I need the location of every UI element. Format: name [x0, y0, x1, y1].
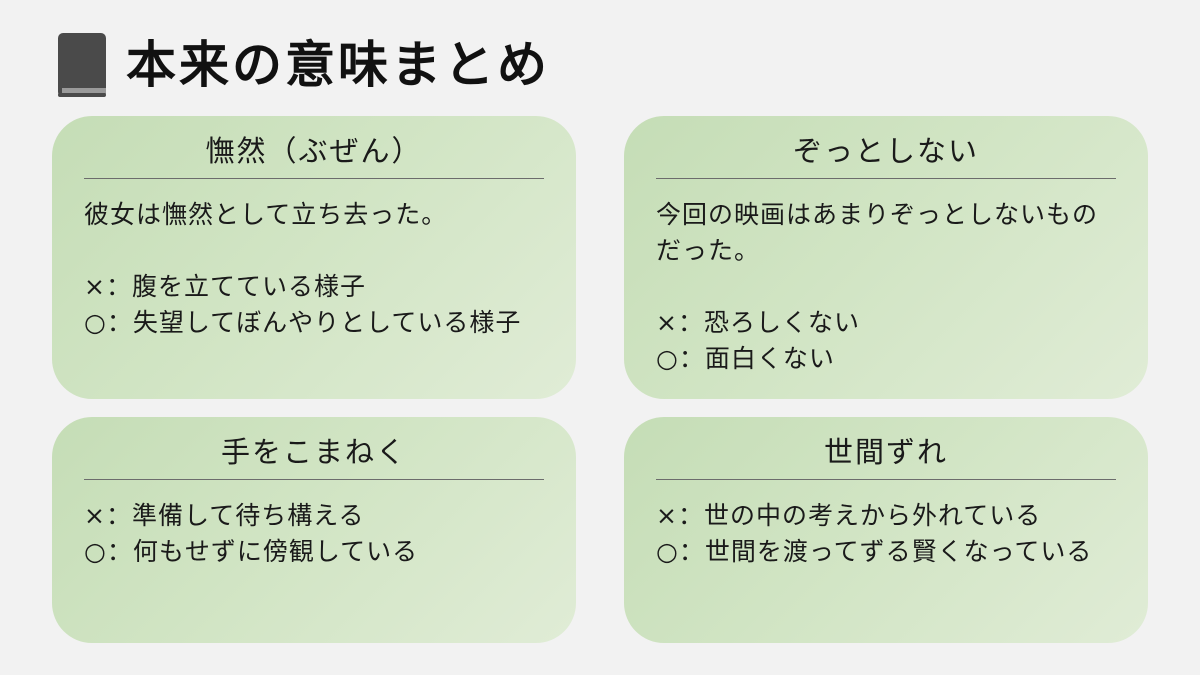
- card-buzen: 憮然（ぶぜん） 彼女は憮然として立ち去った。 ×： 腹を立てている様子 ○： 失…: [52, 116, 576, 399]
- right-mark: ○：: [84, 308, 133, 337]
- wrong-mark: ×：: [656, 308, 704, 337]
- wrong-meaning-row: ×： 準備して待ち構える: [84, 498, 544, 534]
- card-title: 手をこまねく: [220, 435, 407, 469]
- card-title: 憮然（ぶぜん）: [205, 134, 423, 168]
- wrong-meaning: 恐ろしくない: [703, 308, 860, 337]
- page-header: 本来の意味まとめ: [58, 30, 550, 100]
- card-title: 世間ずれ: [823, 435, 948, 469]
- card-sekenzure: 世間ずれ ×： 世の中の考えから外れている ○： 世間を渡ってずる賢くなっている: [624, 417, 1148, 643]
- right-meaning-row: ○： 失望してぼんやりとしている様子: [84, 305, 544, 341]
- right-meaning-row: ○： 何もせずに傍観している: [84, 534, 544, 570]
- right-meaning-row: ○： 世間を渡ってずる賢くなっている: [656, 534, 1116, 570]
- wrong-meaning-row: ×： 腹を立てている様子: [84, 269, 544, 305]
- card-zottoshinai: ぞっとしない 今回の映画はあまりぞっとしないものだった。 ×： 恐ろしくない ○…: [624, 116, 1148, 399]
- wrong-meaning: 世の中の考えから外れている: [703, 501, 1042, 530]
- right-mark: ○：: [84, 537, 133, 566]
- right-meaning: 失望してぼんやりとしている様子: [132, 308, 522, 337]
- book-icon: [58, 33, 106, 97]
- card-body: 彼女は憮然として立ち去った。 ×： 腹を立てている様子 ○： 失望してぼんやりと…: [84, 179, 544, 341]
- card-divider: [84, 178, 544, 179]
- example-sentence: 彼女は憮然として立ち去った。: [84, 200, 448, 229]
- right-meaning-row: ○： 面白くない: [656, 341, 1116, 377]
- card-title: ぞっとしない: [792, 134, 979, 168]
- right-meaning: 面白くない: [704, 344, 835, 373]
- wrong-mark: ×：: [84, 272, 132, 301]
- page-title: 本来の意味まとめ: [126, 35, 550, 94]
- card-divider: [656, 178, 1116, 179]
- wrong-mark: ×：: [656, 501, 704, 530]
- example-sentence: 今回の映画はあまりぞっとしないものだった。: [656, 200, 1099, 265]
- card-divider: [656, 479, 1116, 480]
- right-meaning: 何もせずに傍観している: [132, 537, 419, 566]
- right-meaning: 世間を渡ってずる賢くなっている: [704, 537, 1093, 566]
- right-mark: ○：: [656, 537, 705, 566]
- wrong-mark: ×：: [84, 501, 132, 530]
- card-divider: [84, 479, 544, 480]
- wrong-meaning: 準備して待ち構える: [131, 501, 365, 530]
- card-body: 今回の映画はあまりぞっとしないものだった。 ×： 恐ろしくない ○： 面白くない: [656, 179, 1116, 377]
- wrong-meaning-row: ×： 世の中の考えから外れている: [656, 498, 1116, 534]
- card-body: ×： 準備して待ち構える ○： 何もせずに傍観している: [84, 480, 544, 570]
- right-mark: ○：: [656, 344, 705, 373]
- card-body: ×： 世の中の考えから外れている ○： 世間を渡ってずる賢くなっている: [656, 480, 1116, 570]
- wrong-meaning: 腹を立てている様子: [131, 272, 366, 301]
- wrong-meaning-row: ×： 恐ろしくない: [656, 305, 1116, 341]
- card-tewokomaneku: 手をこまねく ×： 準備して待ち構える ○： 何もせずに傍観している: [52, 417, 576, 643]
